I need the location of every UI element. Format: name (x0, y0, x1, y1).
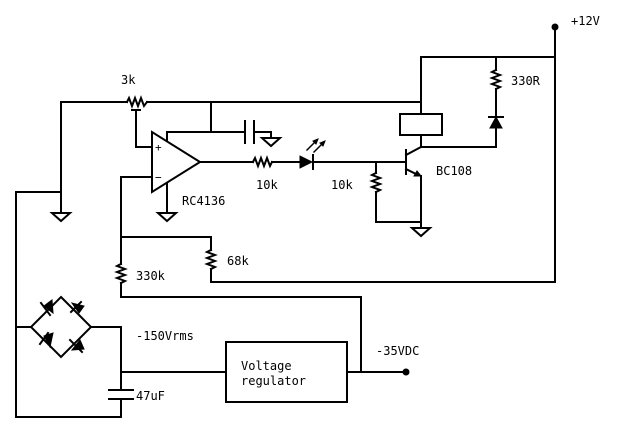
supply-label: +12V (571, 14, 600, 28)
label-10k-series: 10k (256, 178, 278, 192)
output-terminal-dot (402, 368, 410, 376)
minus-sign: − (155, 171, 162, 184)
base-resistor-10k: 10k (331, 161, 422, 223)
label-68k: 68k (227, 254, 249, 268)
regulator-label-line1: Voltage (241, 359, 292, 373)
ground-icon (409, 227, 433, 238)
resistor-68k: 68k (120, 236, 249, 283)
opamp-rc4136: + − RC4136 (120, 101, 225, 238)
label-330k: 330k (136, 269, 166, 283)
label-47uf: 47uF (136, 389, 165, 403)
potentiometer-3k: 3k (60, 73, 422, 148)
bridge-rectifier: -150Vrms (15, 191, 194, 418)
label-rc4136: RC4136 (182, 194, 225, 208)
capacitor-47uf: 47uF (15, 389, 165, 418)
ground-icon (259, 137, 283, 148)
output-path: 10k (199, 155, 301, 192)
voltage-regulator: Voltage regulator -35VDC (120, 341, 419, 403)
led-icon (299, 138, 377, 170)
diode-icon (488, 115, 504, 129)
resistor-330r: 330R (489, 56, 541, 148)
label-output-voltage: -35VDC (376, 344, 419, 358)
transistor-bc108: BC108 (375, 134, 472, 238)
regulator-label-line2: regulator (241, 374, 306, 388)
ground-icon (49, 212, 73, 223)
label-10k-base: 10k (331, 178, 353, 192)
plus-sign: + (155, 141, 162, 154)
label-330r: 330R (511, 74, 541, 88)
left-ground-branch (15, 101, 73, 223)
resistor-330k: 330k (114, 236, 362, 373)
label-3k: 3k (121, 73, 136, 87)
label-bc108: BC108 (436, 164, 472, 178)
relay-coil (399, 56, 497, 148)
decoupling-capacitor (210, 120, 283, 148)
positive-supply-rail: +12V (210, 14, 600, 283)
ground-icon (155, 212, 179, 223)
label-ac-input: -150Vrms (136, 329, 194, 343)
